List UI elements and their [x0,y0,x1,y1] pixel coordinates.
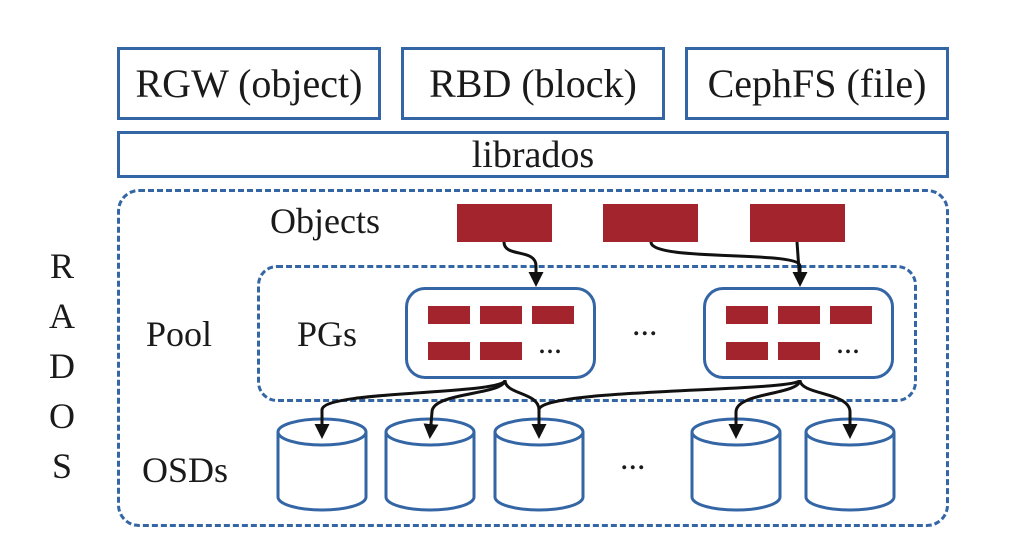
rbd-box: RBD (block) [401,47,665,120]
osds-label: OSDs [142,450,229,490]
objects-label: Objects [270,201,380,241]
rados-letter-o: O [49,396,75,436]
pg-ellipsis: ... [836,324,860,360]
rados-letter-r: R [49,246,74,286]
pg-ellipsis: ... [538,324,562,360]
pg-object [428,306,470,324]
pg-object [480,342,522,360]
rados-letter-s: S [51,446,73,486]
pg-object [830,306,872,324]
object-to-pg-arrow [795,241,802,285]
pg-to-osd-arrow [728,379,802,439]
rados-letter-a: A [49,296,75,336]
pg-box: ... [405,287,596,379]
pg-to-osd-arrow [423,379,507,439]
pg-object [532,306,574,324]
pg-object [428,342,470,360]
rados-container [117,189,949,527]
cephfs-box: CephFS (file) [685,47,949,120]
rbd-label: RBD (block) [429,60,637,106]
osd-cylinder [276,417,368,512]
object-to-pg-arrow [502,241,544,287]
rgw-box: RGW (object) [117,47,381,120]
pool-container [257,265,917,402]
librados-bar: librados [117,131,949,178]
osd-cylinder [690,417,782,512]
pg-to-osd-arrow [314,378,507,439]
object-block [457,204,552,242]
pg-to-osd-arrow [798,379,858,439]
pg-object [480,306,522,324]
pg-box: ... [703,287,894,379]
librados-label: librados [471,133,595,176]
pg-object [726,342,768,360]
object-to-pg-arrow [649,241,808,287]
object-block [750,204,845,242]
rgw-label: RGW (object) [135,60,363,106]
rados-letter-d: D [49,346,75,386]
pg-to-osd-arrow [537,378,802,411]
osd-gap-ellipsis: ... [620,440,646,477]
osd-cylinder [493,417,585,512]
pgs-label: PGs [297,314,358,354]
pg-object [726,306,768,324]
pool-label: Pool [146,314,213,354]
pg-object [778,306,820,324]
pg-object [778,342,820,360]
cephfs-label: CephFS (file) [707,60,927,106]
object-block [603,204,698,242]
pg-gap-ellipsis: ... [632,306,658,343]
